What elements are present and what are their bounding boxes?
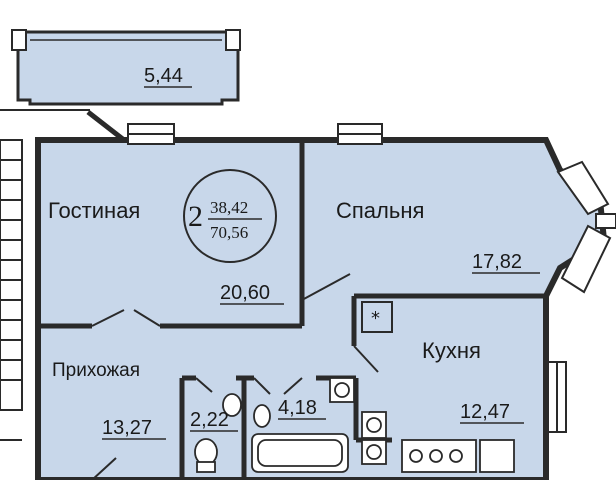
bay-window [556,160,616,294]
bedroom-label: Спальня [336,198,424,223]
living-room-area: 20,60 [220,282,270,304]
stair-block [0,139,23,411]
living-area: 38,42 [210,198,248,217]
window-frames [127,123,567,433]
sink-icon [222,393,242,417]
fixtures [194,377,515,473]
hallway-label: Прихожая [52,360,140,381]
kitchen-area: 12,47 [460,401,510,423]
total-area: 70,56 [210,223,248,242]
vent-symbol: * [371,308,380,329]
toilet-area: 2,22 [190,409,229,431]
kitchen-vent: * [361,301,393,333]
bedroom-area: 17,82 [472,251,522,273]
area-labels: 5,44 20,60 17,82 13,27 2,22 4,18 12,47 [102,65,540,440]
boiler-icon [361,411,387,439]
bathroom-sink-icon [253,404,271,428]
balcony-area: 5,44 [144,65,183,87]
apartment-badge: 2 38,42 70,56 [183,169,277,263]
rooms-count: 2 [188,200,203,233]
living-room-label: Гостиная [48,198,140,223]
kitchen-label: Кухня [422,338,481,363]
kitchen-sink-icon [479,439,515,473]
hallway-area: 13,27 [102,417,152,439]
doors [91,273,379,480]
bathroom-area: 4,18 [278,397,317,419]
room-labels: Гостиная Спальня Кухня Прихожая [48,198,481,381]
balcony [11,29,241,106]
external-walls [0,109,90,441]
